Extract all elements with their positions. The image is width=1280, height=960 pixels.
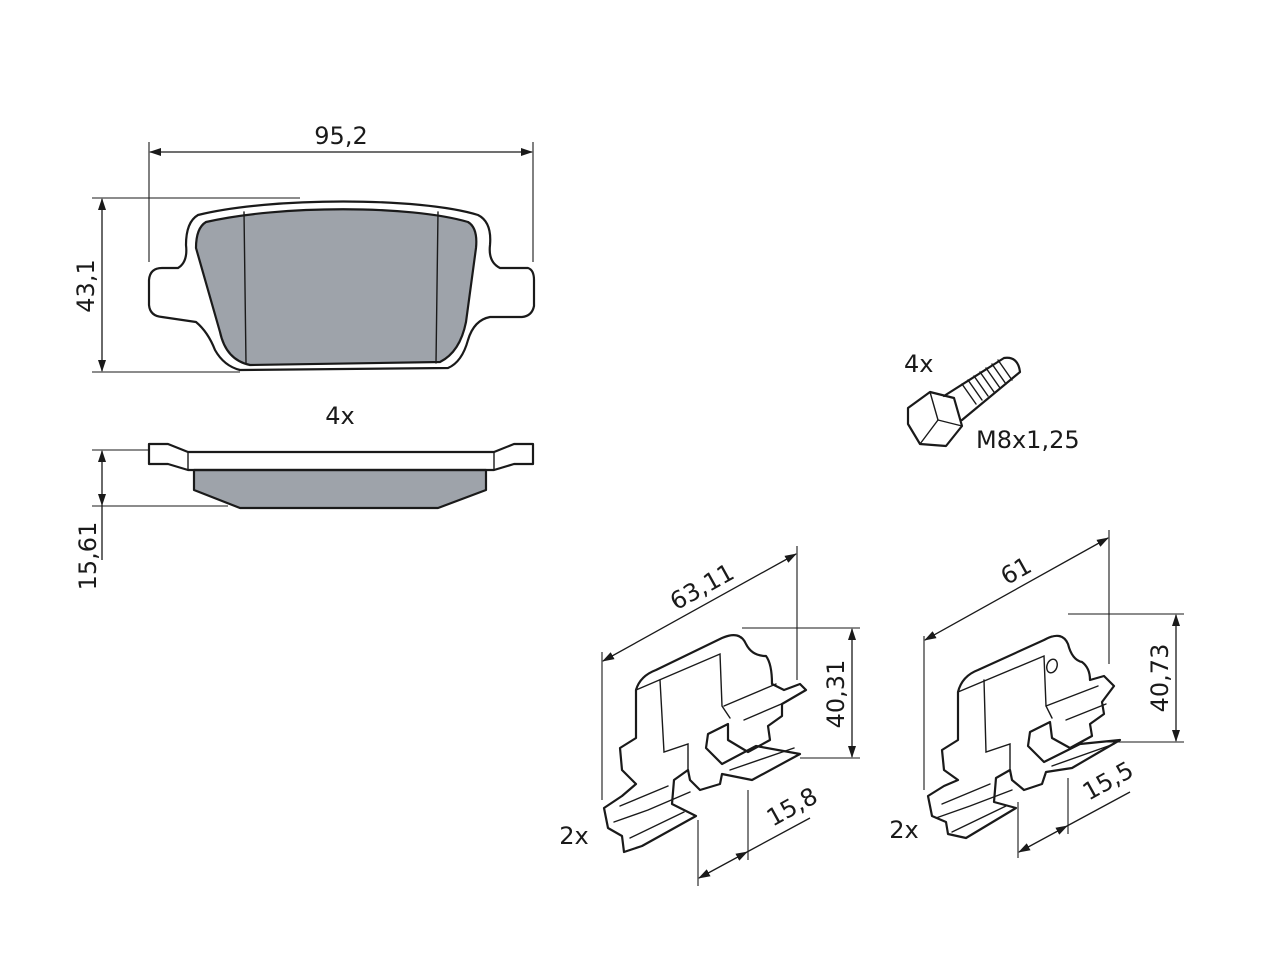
right-clip-width-dimension: 15,5 <box>1017 756 1138 858</box>
pad-height-dimension: 43,1 <box>72 197 300 373</box>
brake-pad-front-view <box>147 200 536 372</box>
pad-height-label: 43,1 <box>72 259 100 312</box>
friction-material <box>194 208 478 367</box>
left-clip-length-dimension: 63,11 <box>601 546 798 800</box>
right-clip-outline <box>926 634 1122 840</box>
pad-width-label: 95,2 <box>314 122 367 150</box>
left-slot-line <box>243 211 247 364</box>
right-clip-length-dimension: 61 <box>923 530 1110 790</box>
pad-thickness-dimension: 15,61 <box>74 449 228 591</box>
backing-plate-outline <box>147 200 536 372</box>
left-clip-height-label: 40,31 <box>822 660 850 729</box>
left-clip-width-dimension: 15,8 <box>697 782 822 886</box>
bolt-thread-label: M8x1,25 <box>976 426 1080 454</box>
bolt-hex-head <box>906 390 964 448</box>
left-clip-outline <box>602 633 808 854</box>
left-clip-length-label: 63,11 <box>665 558 739 616</box>
pad-width-dimension: 95,2 <box>148 122 534 262</box>
right-clip-height-label: 40,73 <box>1146 644 1174 713</box>
brake-pad-side-view <box>147 442 535 510</box>
right-slot-line <box>435 211 439 364</box>
right-clip-quantity-label: 2x <box>889 816 918 844</box>
side-backing-plate <box>147 442 535 472</box>
bolt-drawing: 4x M8x1,25 <box>904 350 1080 454</box>
side-friction-material <box>192 468 488 510</box>
bolt-quantity-label: 4x <box>904 350 933 378</box>
left-clip-height-dimension: 40,31 <box>742 627 860 759</box>
right-clip-width-label: 15,5 <box>1078 756 1138 806</box>
bolt-shank <box>942 356 1022 422</box>
left-clip-width-label: 15,8 <box>762 782 822 832</box>
left-clip-drawing <box>602 633 808 854</box>
pad-thickness-label: 15,61 <box>74 522 102 591</box>
left-clip-quantity-label: 2x <box>559 822 588 850</box>
right-clip-drawing <box>926 634 1122 840</box>
pad-quantity-label: 4x <box>325 402 354 430</box>
right-clip-length-label: 61 <box>996 551 1036 590</box>
right-clip-height-dimension: 40,73 <box>1068 613 1184 743</box>
